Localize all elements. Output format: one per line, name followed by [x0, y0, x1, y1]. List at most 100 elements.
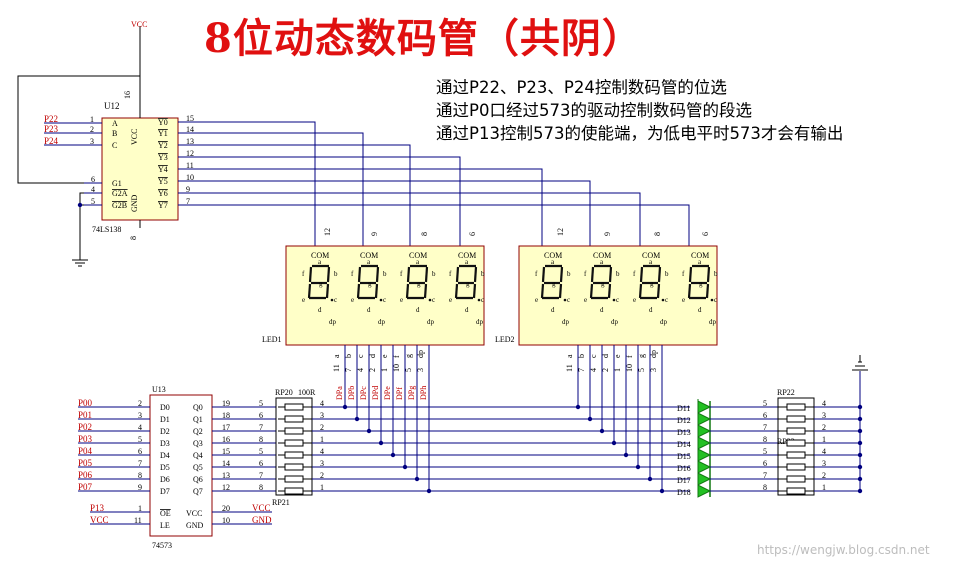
u12-part-label: 74LS138	[92, 225, 121, 234]
u13-pin-number: 14	[222, 459, 230, 468]
display-led1-digit-2-seg-dp	[428, 298, 432, 302]
u12-pin-number: 9	[186, 185, 190, 194]
u13-net-label-vcc: VCC	[252, 503, 271, 513]
display-led1-seg-letter: a	[416, 258, 420, 266]
u13-pin-number: 10	[222, 516, 230, 525]
display-led2-seg-letter: g	[552, 280, 556, 288]
junction-dot	[635, 464, 641, 470]
led-indicator-D14	[697, 436, 712, 450]
led-indicator-label-D17: D17	[677, 476, 691, 485]
u13-pin-number: 20	[222, 504, 230, 513]
led-indicator-D13	[697, 424, 712, 438]
display-led1-seg-letter: a	[367, 258, 371, 266]
u12-pin-number: 2	[90, 125, 94, 134]
u13-pin-name-vcc: VCC	[186, 509, 202, 518]
display-led1-seg-letter: d	[318, 306, 322, 314]
junction-dot	[587, 416, 593, 422]
display-led2-digit-3-seg-e	[687, 283, 692, 299]
display-led1-digit-0-seg-dp	[330, 298, 334, 302]
rp22-resistor-element	[786, 439, 806, 447]
display-led2-digit-3-seg-c	[705, 283, 710, 299]
led2-seg-pin-letter: dp	[649, 350, 658, 358]
u13-pin-name-D3: D3	[160, 439, 170, 448]
u12-pin-name-Y0: Y0	[158, 118, 168, 127]
rp20-resistor-element	[284, 403, 304, 411]
u13-pin-name-Q4: Q4	[193, 451, 203, 460]
junction-dot	[378, 440, 384, 446]
display-led1-seg-letter: g	[368, 280, 372, 288]
led2-seg-pin-letter: a	[565, 354, 574, 358]
led-indicator-D17	[697, 472, 712, 486]
display-led1-digit-pin: 8	[420, 232, 429, 236]
display-led2-seg-letter: d	[698, 306, 702, 314]
rp20-resistor-element	[284, 439, 304, 447]
rp21-ref-label: RP21	[272, 498, 290, 507]
display-led2-seg-letter: b	[714, 270, 718, 278]
display-led1-digit-0-seg-b	[326, 266, 331, 283]
led2-seg-pin-number: 2	[601, 368, 610, 372]
u12-pin-number: 16	[123, 91, 132, 99]
display-led2-digit-0-seg-f	[541, 266, 546, 283]
display-led1-seg-letter: e	[400, 296, 403, 304]
led-indicator-D12	[697, 412, 712, 426]
junction-dot	[354, 416, 360, 422]
display-led1-digit-1-seg-b	[375, 266, 380, 283]
display-led2-seg-letter: g	[650, 280, 654, 288]
u12-pin-number: 11	[186, 161, 194, 170]
display-led1-digit-3-seg-b	[473, 266, 478, 283]
u12-ref-label: U12	[104, 101, 120, 111]
rp22-pin-number: 7	[763, 471, 767, 480]
rp20-pin-number: 5	[259, 399, 263, 408]
u13-pin-name-Q5: Q5	[193, 463, 203, 472]
display-led2-seg-letter: dp	[611, 318, 619, 326]
u13-pin-number: 13	[222, 471, 230, 480]
display-led1-seg-letter: f	[302, 270, 305, 278]
led1-seg-pin-number: 1	[380, 368, 389, 372]
display-led1-com-label: COM	[360, 251, 378, 260]
u13-net-label-P06: P06	[78, 470, 93, 480]
led1-seg-pin-number: 4	[356, 368, 365, 372]
led-indicator-label-D11: D11	[677, 404, 690, 413]
u13-pin-name-D4: D4	[160, 451, 170, 460]
u12-pin-name-Y1: Y1	[158, 129, 168, 138]
u13-pin-name-D6: D6	[160, 475, 170, 484]
u13-pin-name-Q6: Q6	[193, 475, 203, 484]
u12-pin-name-gnd: GND	[130, 194, 139, 212]
u12-net-label-P24: P24	[44, 136, 59, 146]
dp-net-label-DPg: DPg	[407, 386, 416, 400]
u12-to-digit-wire-1	[178, 132, 364, 246]
led1-seg-pin-number: 5	[404, 368, 413, 372]
rp22-resistor-element	[786, 463, 806, 471]
dp-net-label-DPe: DPe	[383, 386, 392, 400]
display-led2-seg-letter: c	[665, 296, 668, 304]
display-led1-digit-2-seg-f	[406, 266, 411, 283]
display-led1-digit-1-seg-e	[356, 283, 361, 299]
junction-dot	[366, 428, 372, 434]
u12-junction-dot	[77, 202, 83, 208]
display-led1-seg-letter: g	[417, 280, 421, 288]
rp20-resistor-element	[284, 487, 304, 495]
u12-to-digit-wire-2	[178, 144, 411, 246]
u12-to-digit-wire-6	[178, 192, 641, 246]
rp20-pin-number: 3	[320, 411, 324, 420]
display-led1-ref-label: LED1	[262, 335, 282, 344]
u12-pin-name-Y2: Y2	[158, 141, 168, 150]
u12-pin-name-G1: G1	[112, 179, 122, 188]
u13-pin-name-D5: D5	[160, 463, 170, 472]
display-led1-com-label: COM	[311, 251, 329, 260]
u13-pin-name-oe: OE	[160, 509, 171, 518]
display-led2-seg-letter: f	[584, 270, 587, 278]
display-led2-seg-letter: d	[600, 306, 604, 314]
display-led2-digit-pin: 6	[701, 232, 710, 236]
u13-net-label-P02: P02	[78, 422, 92, 432]
display-led1-digit-1-seg-c	[374, 283, 379, 299]
display-led2-com-label: COM	[593, 251, 611, 260]
display-led1-digit-3-seg-c	[472, 283, 477, 299]
u13-net-label-gnd: GND	[252, 515, 272, 525]
u12-pin-number: 8	[129, 236, 138, 240]
rp22-resistor-element	[786, 415, 806, 423]
display-led1-seg-letter: c	[481, 296, 484, 304]
rp22-pin-number: 2	[822, 471, 826, 480]
u12-pin-number: 15	[186, 114, 194, 123]
